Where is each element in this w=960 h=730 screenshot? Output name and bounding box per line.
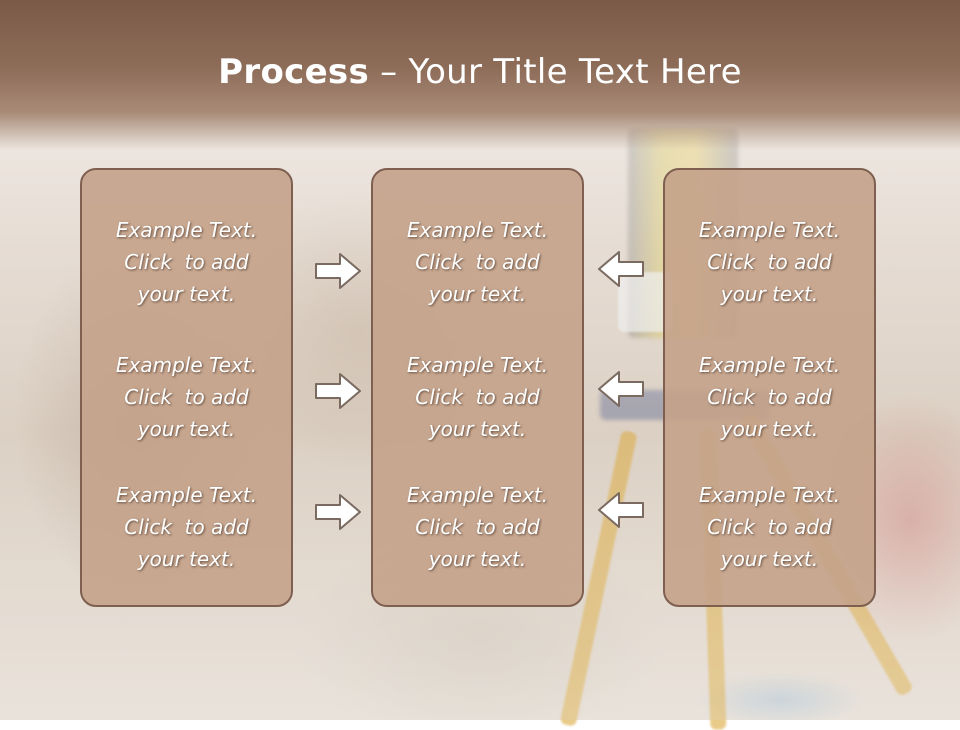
process-panel-right[interactable]: Example Text. Click to add your text. Ex… xyxy=(663,168,876,607)
text-line: Example Text. xyxy=(115,353,258,377)
arrow-right-icon xyxy=(315,373,361,409)
text-block[interactable]: Example Text. Click to add your text. xyxy=(82,214,291,310)
text-line: Example Text. xyxy=(115,483,258,507)
text-line: Example Text. xyxy=(698,218,841,242)
text-line: your text. xyxy=(137,282,236,306)
text-line: your text. xyxy=(428,547,527,571)
text-line: Click to add xyxy=(415,515,540,539)
text-line: your text. xyxy=(428,282,527,306)
arrow-right-icon xyxy=(315,494,361,530)
text-line: Click to add xyxy=(415,250,540,274)
arrow-left-icon xyxy=(598,492,644,528)
text-line: Click to add xyxy=(124,385,249,409)
title-bar xyxy=(0,0,960,150)
text-line: your text. xyxy=(137,417,236,441)
text-line: Example Text. xyxy=(406,218,549,242)
text-line: your text. xyxy=(137,547,236,571)
text-block[interactable]: Example Text. Click to add your text. xyxy=(665,214,874,310)
text-block[interactable]: Example Text. Click to add your text. xyxy=(373,479,582,575)
text-block[interactable]: Example Text. Click to add your text. xyxy=(665,349,874,445)
process-panel-left[interactable]: Example Text. Click to add your text. Ex… xyxy=(80,168,293,607)
arrow-right-icon xyxy=(315,253,361,289)
text-line: your text. xyxy=(720,547,819,571)
text-line: Click to add xyxy=(707,250,832,274)
text-block[interactable]: Example Text. Click to add your text. xyxy=(82,349,291,445)
text-line: your text. xyxy=(720,417,819,441)
title-rest: – Your Title Text Here xyxy=(369,52,742,92)
text-block[interactable]: Example Text. Click to add your text. xyxy=(373,349,582,445)
text-line: Example Text. xyxy=(406,483,549,507)
process-panel-middle[interactable]: Example Text. Click to add your text. Ex… xyxy=(371,168,584,607)
text-line: Click to add xyxy=(124,250,249,274)
arrow-left-icon xyxy=(598,371,644,407)
text-line: Click to add xyxy=(124,515,249,539)
title-bold: Process xyxy=(218,52,370,92)
text-line: Example Text. xyxy=(698,483,841,507)
text-line: Click to add xyxy=(707,385,832,409)
text-block[interactable]: Example Text. Click to add your text. xyxy=(665,479,874,575)
text-block[interactable]: Example Text. Click to add your text. xyxy=(82,479,291,575)
text-line: Click to add xyxy=(707,515,832,539)
text-line: your text. xyxy=(428,417,527,441)
text-line: Example Text. xyxy=(115,218,258,242)
text-line: your text. xyxy=(720,282,819,306)
text-line: Example Text. xyxy=(406,353,549,377)
text-line: Click to add xyxy=(415,385,540,409)
text-block[interactable]: Example Text. Click to add your text. xyxy=(373,214,582,310)
text-line: Example Text. xyxy=(698,353,841,377)
arrow-left-icon xyxy=(598,251,644,287)
slide-title[interactable]: Process – Your Title Text Here xyxy=(0,52,960,92)
